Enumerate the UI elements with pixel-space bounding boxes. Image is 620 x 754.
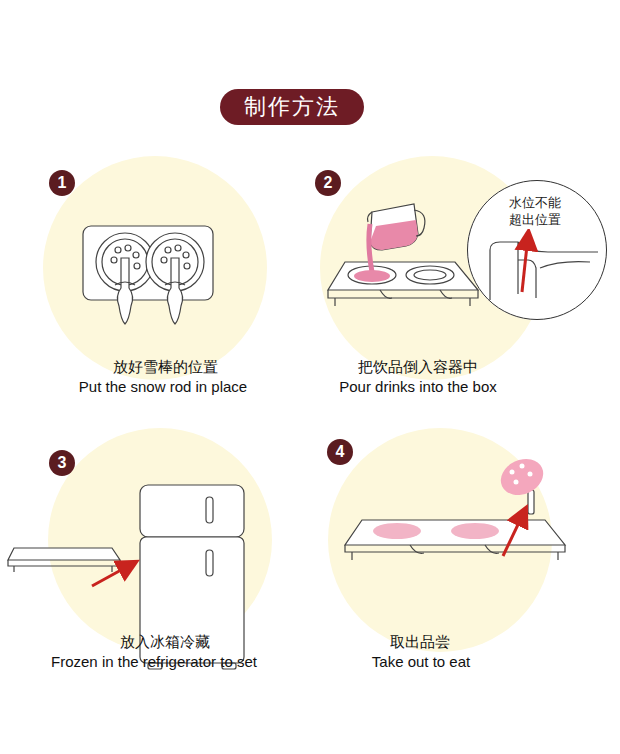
callout-text: 水位不能 超出位置 [506, 195, 564, 229]
step-caption: 放入冰箱冷藏 [15, 633, 315, 651]
title-band: 制作方法 [220, 89, 364, 125]
number-text: 3 [58, 454, 67, 472]
step-caption: Put the snow rod in place [13, 378, 313, 396]
step-number: 2 [315, 170, 341, 196]
number-text: 1 [58, 174, 67, 192]
step-caption: Frozen in the refrigerator to set [4, 653, 304, 671]
step-caption: 把饮品倒入容器中 [268, 358, 568, 376]
step-number: 4 [327, 439, 353, 465]
step-number: 3 [49, 450, 75, 476]
step-caption: Pour drinks into the box [268, 378, 568, 396]
zoom-circle: 水位不能 超出位置 [467, 180, 607, 320]
number-text: 4 [336, 443, 345, 461]
step-number: 1 [49, 170, 75, 196]
title-text: 制作方法 [244, 92, 340, 122]
step-caption: Take out to eat [271, 653, 571, 671]
step-caption: 取出品尝 [270, 633, 570, 651]
number-text: 2 [324, 174, 333, 192]
step-caption: 放好雪棒的位置 [15, 358, 315, 376]
